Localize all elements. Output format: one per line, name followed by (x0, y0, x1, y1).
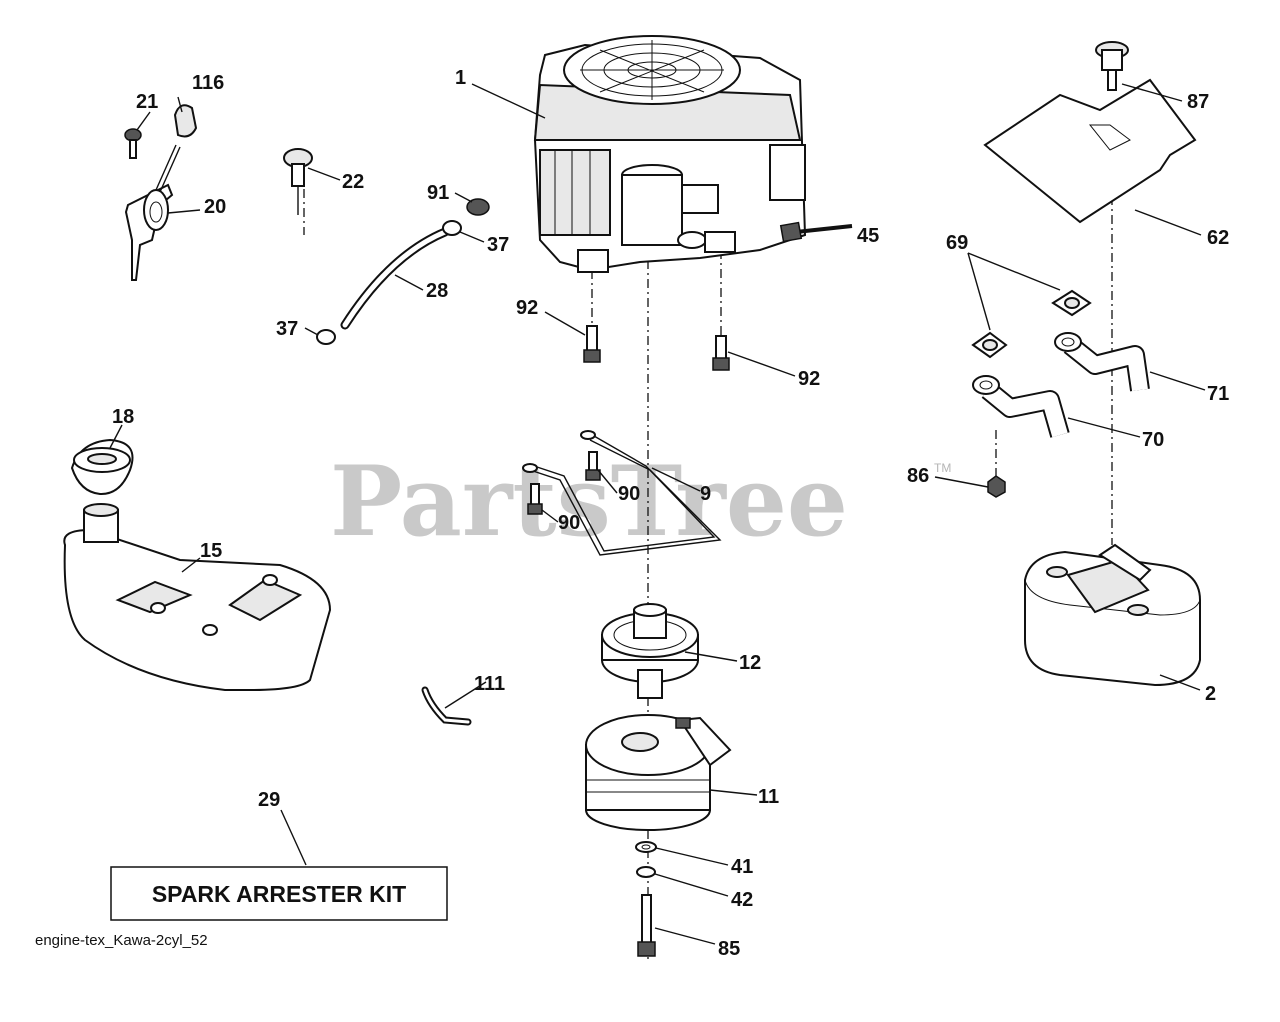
exhaust-pipe-70[interactable] (972, 375, 1070, 438)
gasket-69-right[interactable] (1051, 289, 1092, 317)
spark-arrester-kit-box[interactable]: SPARK ARRESTER KIT (110, 866, 448, 921)
callout-91: 91 (427, 182, 449, 204)
callout-42: 42 (731, 889, 753, 911)
throttle-control-part[interactable] (124, 144, 181, 281)
clamp-37-upper[interactable] (442, 220, 462, 236)
callout-37-lower: 37 (276, 318, 298, 340)
callout-21: 21 (136, 91, 158, 113)
fitting-91[interactable] (466, 198, 490, 216)
callout-62: 62 (1207, 227, 1229, 249)
callout-37-upper: 37 (487, 234, 509, 256)
fuel-tank-15[interactable] (63, 503, 332, 691)
callout-69: 69 (946, 232, 968, 254)
callout-87: 87 (1187, 91, 1209, 113)
fuel-hose-28[interactable] (340, 227, 450, 330)
fuel-cap-18[interactable] (70, 438, 134, 496)
callout-28: 28 (426, 280, 448, 302)
callout-111: 111 (474, 673, 505, 695)
dipstick-22[interactable] (283, 148, 313, 215)
electric-clutch-11[interactable] (585, 714, 732, 831)
callout-2: 2 (1205, 683, 1216, 705)
bolt-45[interactable] (779, 221, 853, 243)
washer-41[interactable] (635, 841, 657, 853)
bolt-90-a[interactable] (585, 451, 601, 481)
nut-86[interactable] (987, 475, 1006, 498)
knob-116[interactable] (173, 104, 198, 138)
exhaust-pipe-71[interactable] (1054, 332, 1150, 392)
bolt-92-left[interactable] (583, 325, 601, 363)
callout-18: 18 (112, 406, 134, 428)
wire-harness-9[interactable] (522, 430, 722, 556)
engine-part[interactable] (533, 35, 807, 273)
hose-111[interactable] (421, 686, 472, 726)
callout-29: 29 (258, 789, 280, 811)
callout-92-left: 92 (516, 297, 538, 319)
callout-116: 116 (192, 72, 224, 94)
callout-90-lower: 90 (558, 512, 580, 534)
callout-71: 71 (1207, 383, 1229, 405)
callout-86: 86 (907, 465, 929, 487)
callout-9: 9 (700, 483, 711, 505)
callout-12: 12 (739, 652, 761, 674)
clamp-37-lower[interactable] (316, 329, 336, 345)
lock-washer-42[interactable] (636, 866, 656, 878)
callout-45: 45 (857, 225, 879, 247)
bolt-85[interactable] (637, 894, 656, 957)
watermark-tm: TM (934, 461, 951, 475)
callout-22: 22 (342, 171, 364, 193)
diagram-code: engine-tex_Kawa-2cyl_52 (35, 932, 208, 949)
callout-15: 15 (200, 540, 222, 562)
gasket-69-left[interactable] (971, 331, 1008, 359)
screw-21[interactable] (124, 128, 142, 159)
screw-87[interactable] (1095, 41, 1129, 91)
callout-90-upper: 90 (618, 483, 640, 505)
callout-20: 20 (204, 196, 226, 218)
callout-70: 70 (1142, 429, 1164, 451)
callout-92-right: 92 (798, 368, 820, 390)
callout-41: 41 (731, 856, 753, 878)
bolt-90-b[interactable] (527, 483, 543, 515)
leader-lines (109, 83, 1206, 945)
muffler-2[interactable] (1024, 543, 1201, 687)
heat-shield-62[interactable] (983, 78, 1197, 224)
callout-11: 11 (758, 786, 779, 808)
callout-1: 1 (455, 67, 466, 89)
callout-85: 85 (718, 938, 740, 960)
callout-labels: 1 2 9 11 12 15 18 20 21 22 28 29 37 37 4… (112, 67, 1229, 960)
bolt-92-right[interactable] (712, 335, 730, 371)
kit-label: SPARK ARRESTER KIT (152, 881, 406, 907)
pulley-12[interactable] (601, 603, 699, 699)
